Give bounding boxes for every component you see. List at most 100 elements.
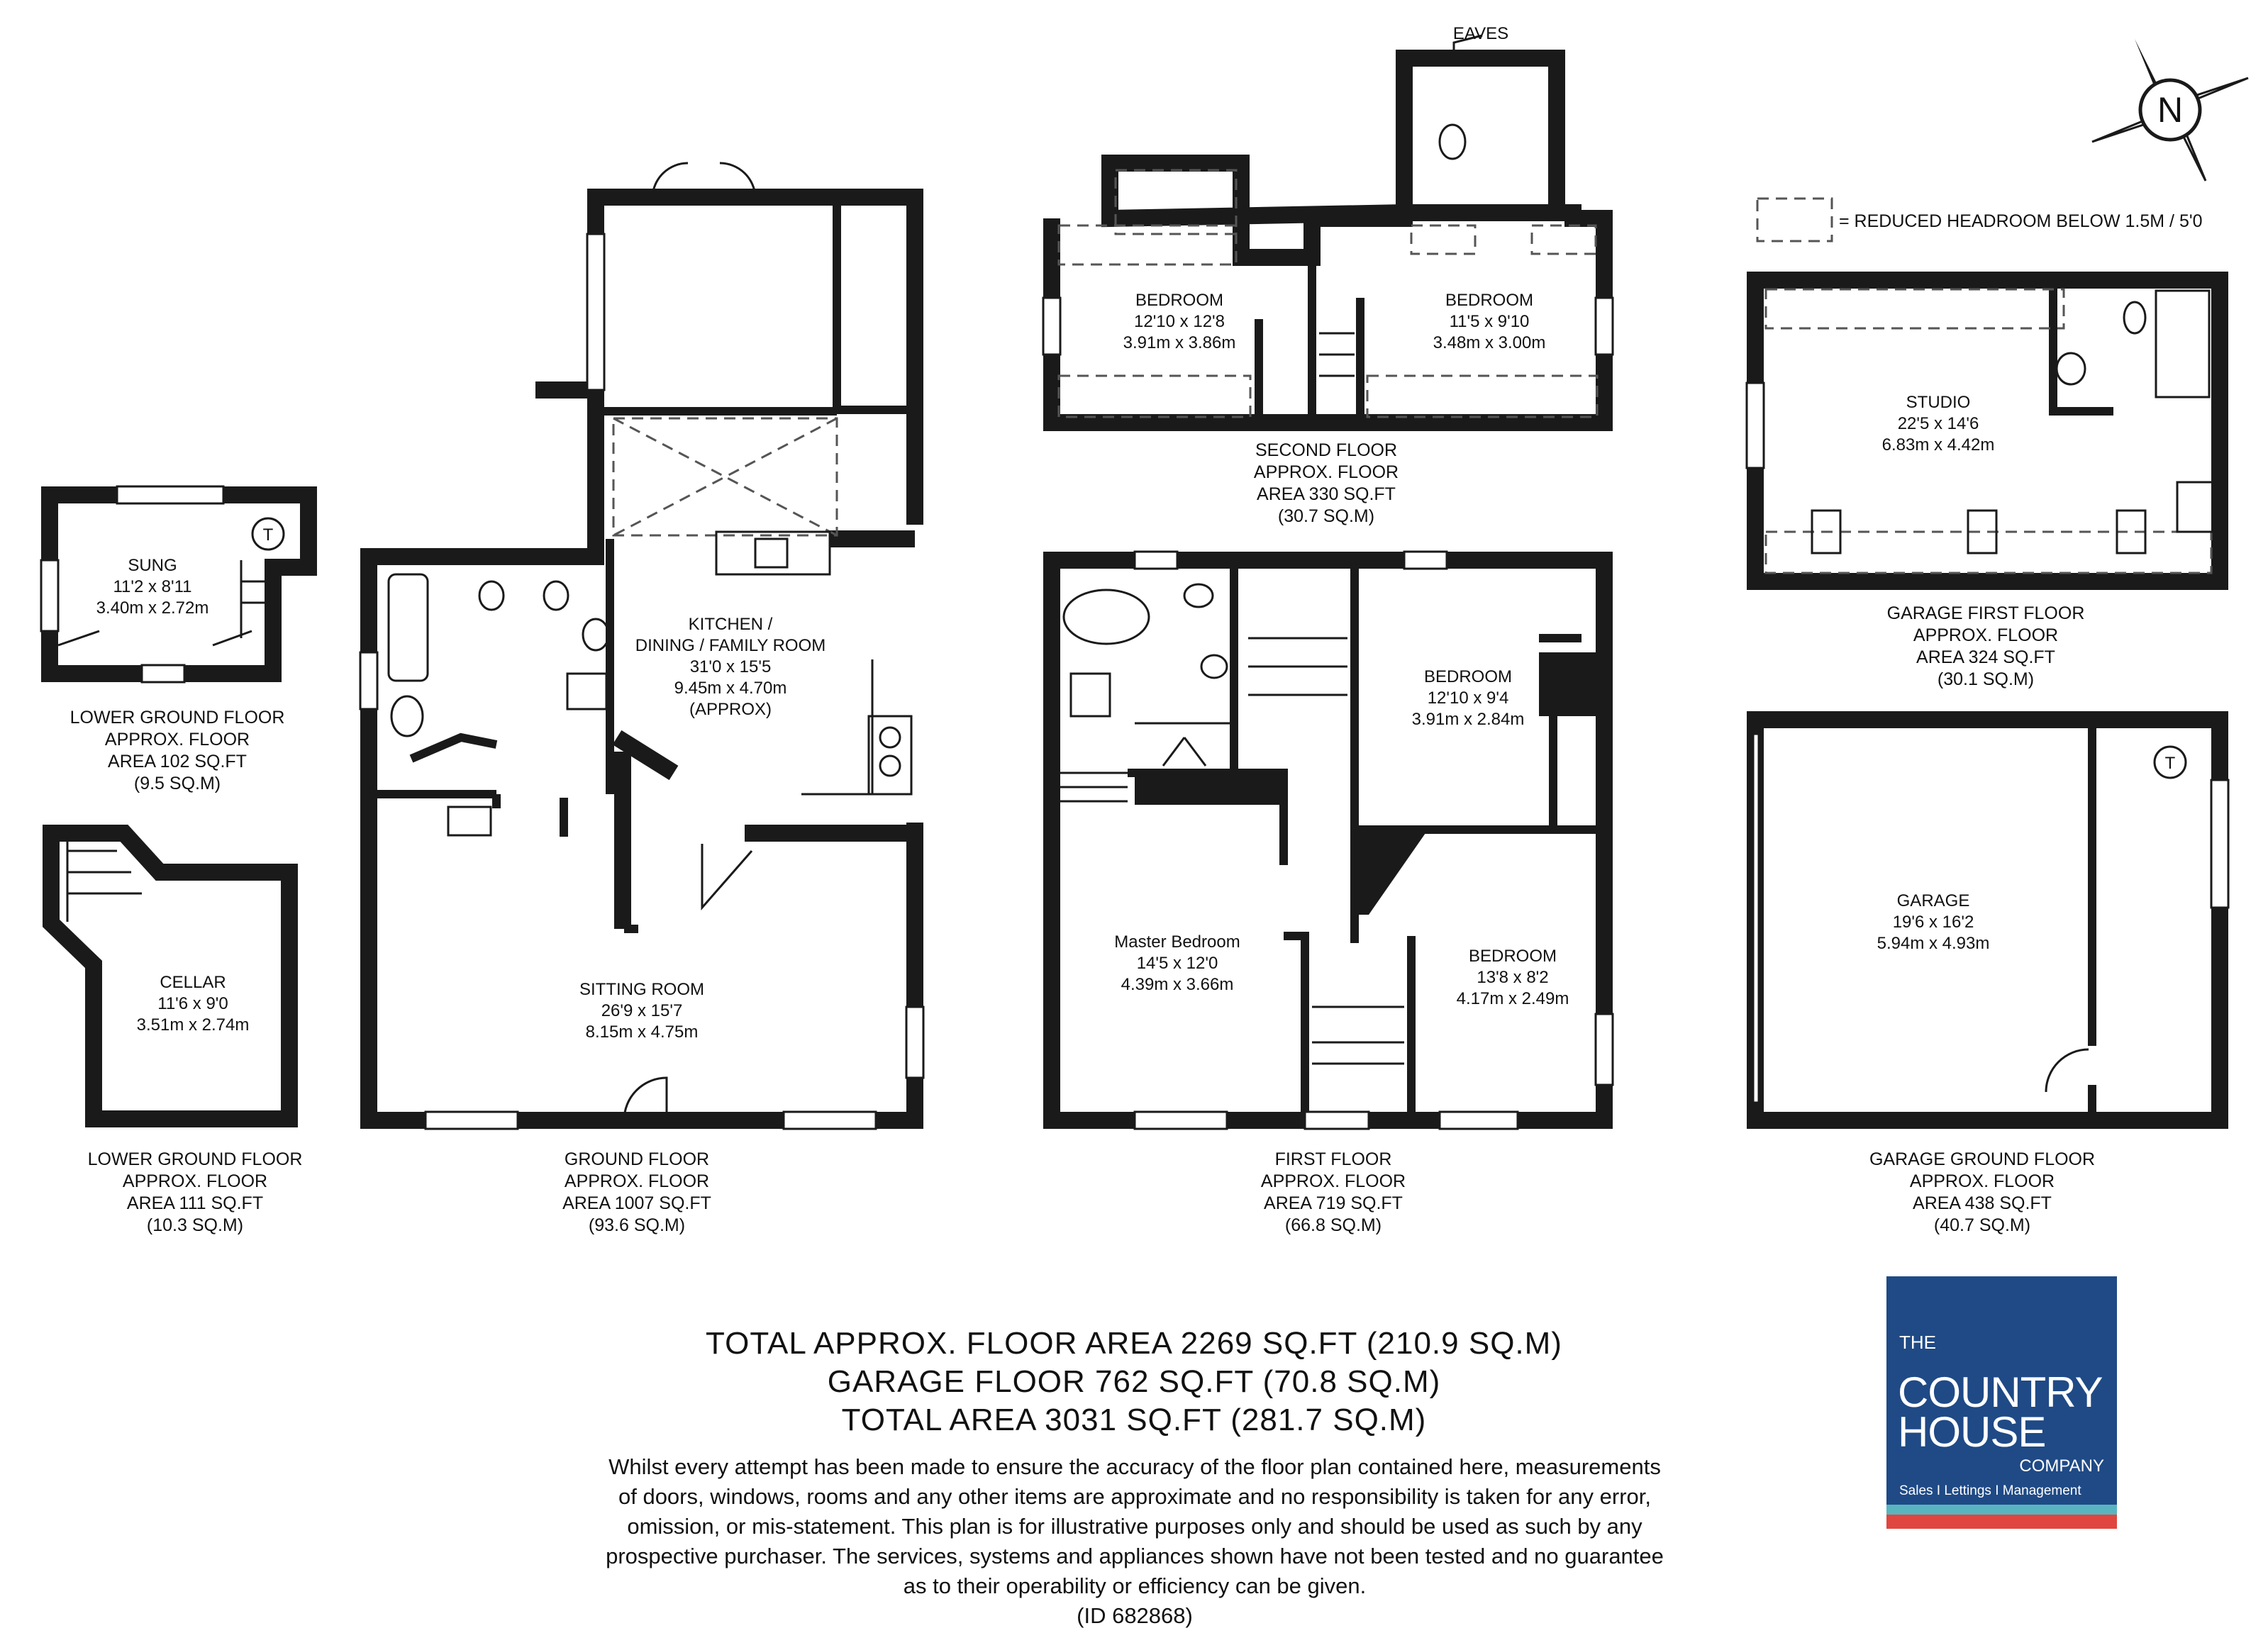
- svg-text:APPROX. FLOOR: APPROX. FLOOR: [565, 1171, 709, 1191]
- svg-text:(30.7 SQ.M): (30.7 SQ.M): [1278, 506, 1374, 526]
- svg-text:3.51m x 2.74m: 3.51m x 2.74m: [137, 1015, 250, 1035]
- svg-text:APPROX. FLOOR: APPROX. FLOOR: [1254, 462, 1399, 482]
- room-label-studio: STUDIO 22'5 x 14'6 6.83m x 4.42m: [1882, 393, 1995, 455]
- svg-text:LOWER GROUND FLOOR: LOWER GROUND FLOOR: [88, 1149, 303, 1169]
- logo-country: COUNTRY: [1898, 1369, 2103, 1416]
- caption-lower-ground-sung: LOWER GROUND FLOOR APPROX. FLOOR AREA 10…: [70, 708, 285, 793]
- svg-text:3.91m x 2.84m: 3.91m x 2.84m: [1412, 710, 1525, 729]
- svg-text:LOWER GROUND FLOOR: LOWER GROUND FLOOR: [70, 708, 285, 728]
- garage-ground-floor: [1747, 711, 2230, 1129]
- svg-text:APPROX. FLOOR: APPROX. FLOOR: [1913, 625, 2058, 645]
- svg-text:13'8 x 8'2: 13'8 x 8'2: [1477, 968, 1548, 987]
- svg-text:(9.5 SQ.M): (9.5 SQ.M): [134, 774, 221, 793]
- caption-garage-ground-floor: GARAGE GROUND FLOOR APPROX. FLOOR AREA 4…: [1869, 1149, 2095, 1235]
- svg-text:APPROX. FLOOR: APPROX. FLOOR: [1910, 1171, 2055, 1191]
- garage-first-floor: [1745, 272, 2228, 590]
- cellar-floor: [43, 825, 298, 1127]
- logo-background: [1886, 1276, 2117, 1505]
- caption-garage-first-floor: GARAGE FIRST FLOOR APPROX. FLOOR AREA 32…: [1887, 603, 2085, 689]
- total-floor-area: TOTAL APPROX. FLOOR AREA 2269 SQ.FT (210…: [706, 1326, 1562, 1361]
- svg-text:(66.8 SQ.M): (66.8 SQ.M): [1285, 1215, 1382, 1235]
- total-area-summary: TOTAL APPROX. FLOOR AREA 2269 SQ.FT (210…: [0, 1325, 2268, 1439]
- svg-text:AREA 1007 SQ.FT: AREA 1007 SQ.FT: [562, 1193, 711, 1213]
- room-label-sung: SUNG 11'2 x 8'11 3.40m x 2.72m: [96, 556, 209, 618]
- svg-text:(40.7 SQ.M): (40.7 SQ.M): [1934, 1215, 2030, 1235]
- room-label-bedroom-first-lower: BEDROOM 13'8 x 8'2 4.17m x 2.49m: [1457, 947, 1569, 1008]
- room-label-sitting-room: SITTING ROOM 26'9 x 15'7 8.15m x 4.75m: [579, 980, 704, 1042]
- svg-text:KITCHEN /: KITCHEN /: [689, 615, 773, 634]
- svg-text:(30.1 SQ.M): (30.1 SQ.M): [1938, 669, 2034, 689]
- svg-text:AREA 438 SQ.FT: AREA 438 SQ.FT: [1913, 1193, 2052, 1213]
- svg-text:SECOND FLOOR: SECOND FLOOR: [1255, 440, 1397, 460]
- svg-text:GARAGE FIRST FLOOR: GARAGE FIRST FLOOR: [1887, 603, 2085, 623]
- plan-id: (ID 682868): [1077, 1603, 1193, 1628]
- garage-floor-area: GARAGE FLOOR 762 SQ.FT (70.8 SQ.M): [827, 1364, 1441, 1399]
- logo-tagline: Sales I Lettings I Management: [1899, 1483, 2081, 1498]
- svg-text:4.39m x 3.66m: 4.39m x 3.66m: [1121, 975, 1234, 994]
- svg-text:AREA 330 SQ.FT: AREA 330 SQ.FT: [1257, 484, 1396, 504]
- room-label-bedroom-second-right: BEDROOM 11'5 x 9'10 3.48m x 3.00m: [1433, 291, 1546, 352]
- svg-text:14'5 x 12'0: 14'5 x 12'0: [1137, 954, 1218, 973]
- svg-text:19'6 x 16'2: 19'6 x 16'2: [1893, 913, 1974, 932]
- svg-text:AREA 324 SQ.FT: AREA 324 SQ.FT: [1916, 647, 2055, 667]
- svg-text:BEDROOM: BEDROOM: [1135, 291, 1223, 310]
- caption-lower-ground-cellar: LOWER GROUND FLOOR APPROX. FLOOR AREA 11…: [88, 1149, 303, 1235]
- svg-text:22'5 x 14'6: 22'5 x 14'6: [1898, 414, 1979, 433]
- logo-house: HOUSE: [1898, 1408, 2046, 1456]
- svg-text:APPROX. FLOOR: APPROX. FLOOR: [123, 1171, 267, 1191]
- svg-text:APPROX. FLOOR: APPROX. FLOOR: [1261, 1171, 1406, 1191]
- svg-text:(APPROX): (APPROX): [689, 700, 772, 719]
- svg-text:(93.6 SQ.M): (93.6 SQ.M): [589, 1215, 685, 1235]
- compass-north-label: N: [2157, 90, 2183, 130]
- tank-t-icon: T: [251, 517, 285, 551]
- svg-text:APPROX. FLOOR: APPROX. FLOOR: [105, 730, 250, 749]
- caption-first-floor: FIRST FLOOR APPROX. FLOOR AREA 719 SQ.FT…: [1261, 1149, 1406, 1235]
- svg-text:26'9 x 15'7: 26'9 x 15'7: [601, 1001, 683, 1020]
- svg-text:T: T: [263, 525, 274, 545]
- svg-text:SUNG: SUNG: [128, 556, 177, 575]
- svg-text:11'2 x 8'11: 11'2 x 8'11: [113, 577, 191, 596]
- room-label-master-bedroom: Master Bedroom 14'5 x 12'0 4.39m x 3.66m: [1114, 932, 1240, 994]
- svg-text:CELLAR: CELLAR: [160, 973, 226, 992]
- room-label-kitchen: KITCHEN / DINING / FAMILY ROOM 31'0 x 15…: [635, 615, 826, 719]
- svg-text:GROUND FLOOR: GROUND FLOOR: [565, 1149, 709, 1169]
- first-floor: [1043, 550, 1614, 1130]
- logo-company: COMPANY: [2019, 1456, 2104, 1476]
- sung-floor: [40, 485, 317, 684]
- svg-text:T: T: [2165, 754, 2176, 773]
- svg-text:GARAGE GROUND FLOOR: GARAGE GROUND FLOOR: [1869, 1149, 2095, 1169]
- second-floor: [1042, 34, 1614, 431]
- logo-the: THE: [1899, 1332, 1936, 1353]
- logo-stripe-red: [1886, 1515, 2117, 1529]
- headroom-legend-swatch: [1756, 197, 1833, 243]
- svg-text:BEDROOM: BEDROOM: [1469, 947, 1557, 966]
- caption-ground-floor: GROUND FLOOR APPROX. FLOOR AREA 1007 SQ.…: [562, 1149, 711, 1235]
- disclaimer: Whilst every attempt has been made to en…: [496, 1452, 1773, 1631]
- svg-text:STUDIO: STUDIO: [1906, 393, 1971, 412]
- room-label-cellar: CELLAR 11'6 x 9'0 3.51m x 2.74m: [137, 973, 250, 1035]
- svg-text:12'10 x 12'8: 12'10 x 12'8: [1134, 312, 1225, 331]
- total-area: TOTAL AREA 3031 SQ.FT (281.7 SQ.M): [841, 1403, 1427, 1437]
- svg-text:DINING / FAMILY ROOM: DINING / FAMILY ROOM: [635, 636, 826, 655]
- svg-text:FIRST FLOOR: FIRST FLOOR: [1275, 1149, 1392, 1169]
- svg-text:12'10 x 9'4: 12'10 x 9'4: [1428, 689, 1509, 708]
- svg-text:AREA 111 SQ.FT: AREA 111 SQ.FT: [127, 1193, 263, 1213]
- svg-text:3.91m x 3.86m: 3.91m x 3.86m: [1123, 333, 1236, 352]
- svg-text:3.48m x 3.00m: 3.48m x 3.00m: [1433, 333, 1546, 352]
- eaves-label: EAVES: [1453, 24, 1508, 43]
- ground-floor: [359, 162, 925, 1130]
- svg-text:5.94m x 4.93m: 5.94m x 4.93m: [1877, 934, 1990, 953]
- room-label-garage: GARAGE 19'6 x 16'2 5.94m x 4.93m: [1877, 891, 1990, 953]
- caption-second-floor: SECOND FLOOR APPROX. FLOOR AREA 330 SQ.F…: [1254, 440, 1399, 526]
- north-compass-icon: N: [2091, 39, 2249, 182]
- svg-text:6.83m x 4.42m: 6.83m x 4.42m: [1882, 435, 1995, 455]
- headroom-legend-text: = REDUCED HEADROOM BELOW 1.5M / 5'0: [1839, 211, 2203, 231]
- svg-text:BEDROOM: BEDROOM: [1445, 291, 1533, 310]
- svg-text:Master Bedroom: Master Bedroom: [1114, 932, 1240, 952]
- svg-text:AREA 102 SQ.FT: AREA 102 SQ.FT: [108, 752, 247, 771]
- svg-text:9.45m x 4.70m: 9.45m x 4.70m: [674, 679, 787, 698]
- svg-text:(10.3 SQ.M): (10.3 SQ.M): [147, 1215, 243, 1235]
- svg-text:AREA 719 SQ.FT: AREA 719 SQ.FT: [1264, 1193, 1403, 1213]
- tank-t-icon: T: [2153, 745, 2187, 779]
